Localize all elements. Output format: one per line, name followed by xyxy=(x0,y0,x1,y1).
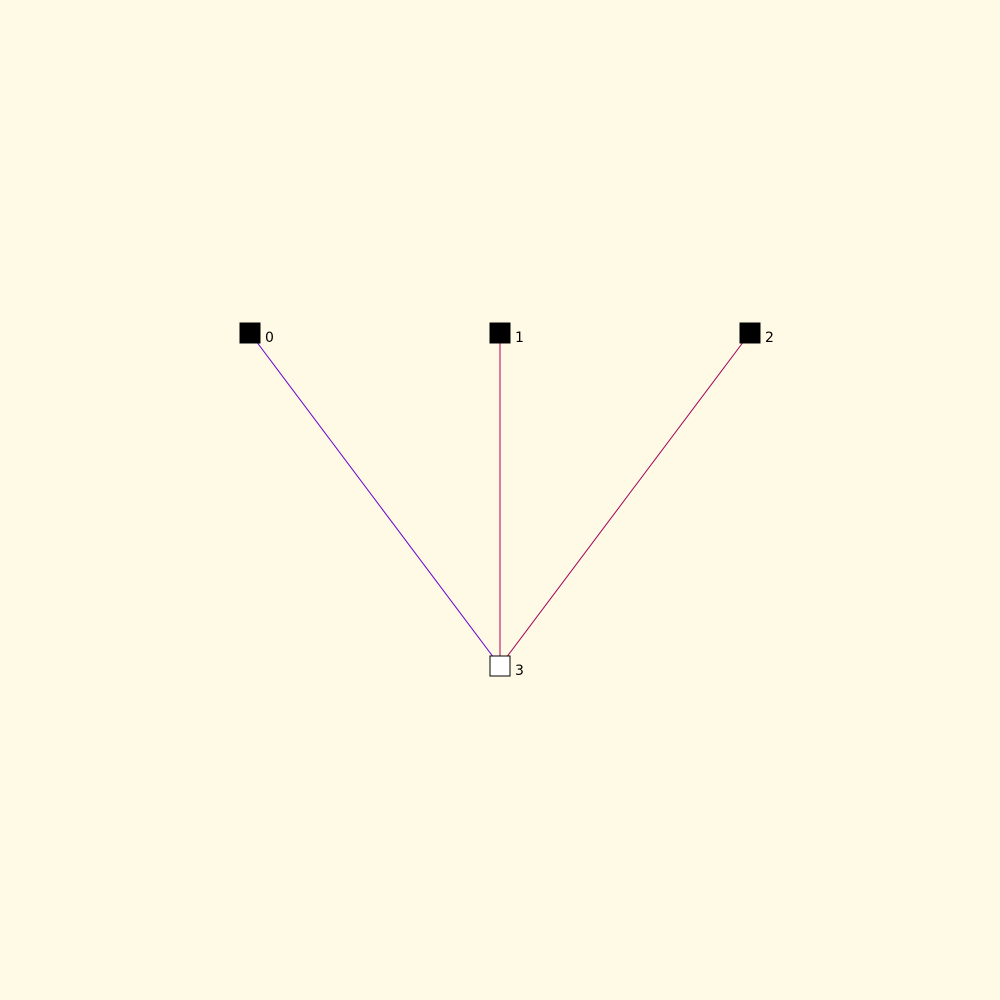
node-0[interactable]: 0 xyxy=(239,322,274,346)
node-square-0[interactable] xyxy=(239,322,261,344)
node-label-1: 1 xyxy=(515,330,524,346)
node-label-3: 3 xyxy=(515,663,524,679)
node-square-3[interactable] xyxy=(489,655,511,677)
edge-0-3 xyxy=(249,332,501,667)
node-3[interactable]: 3 xyxy=(489,655,524,679)
node-1[interactable]: 1 xyxy=(489,322,524,346)
node-label-0: 0 xyxy=(265,330,274,346)
edge-2-3 xyxy=(499,332,751,667)
node-2[interactable]: 2 xyxy=(739,322,774,346)
edges-layer xyxy=(249,332,751,667)
node-label-2: 2 xyxy=(765,330,774,346)
node-square-2[interactable] xyxy=(739,322,761,344)
nodes-layer: 0 1 2 3 xyxy=(239,322,774,679)
node-square-1[interactable] xyxy=(489,322,511,344)
